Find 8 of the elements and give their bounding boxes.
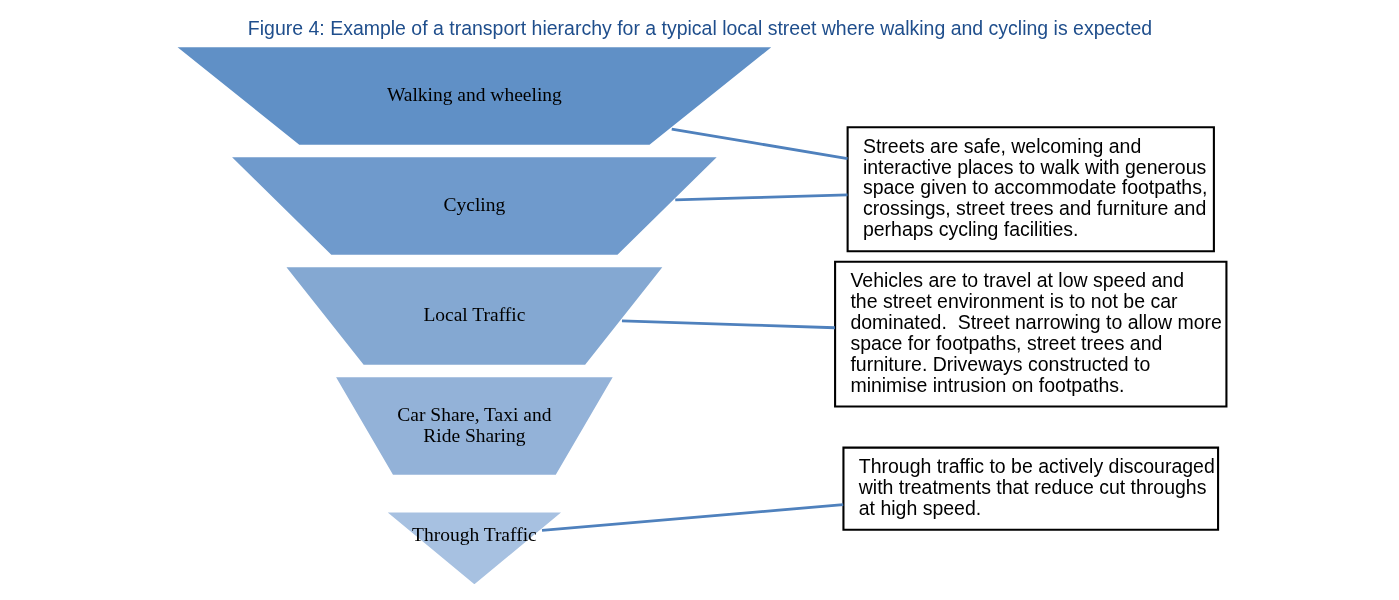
- connector: [621, 319, 835, 330]
- node-box: Vehicles are to travel at low speed and the street environment is to not be car dominated. Street narrowing to allow more space for footpaths, street trees and furniture. Driveways constructed to minimise intrusion on footpaths.: [833, 260, 1227, 408]
- diagram-title: Figure 4: Example of a transport hierarchy for a typical local street where walking and cycling is expected: [247, 16, 1152, 39]
- connector: [674, 193, 848, 202]
- connector: [541, 503, 843, 532]
- connector: [671, 127, 848, 160]
- node-box: Streets are safe, welcoming and interactive places to walk with generous space given to accommodate footpaths, crossings, street trees and furniture and perhaps cycling facilities.: [846, 126, 1215, 253]
- node-box: Through traffic to be actively discouraged with treatments that reduce cut throughs at high speed.: [841, 446, 1219, 531]
